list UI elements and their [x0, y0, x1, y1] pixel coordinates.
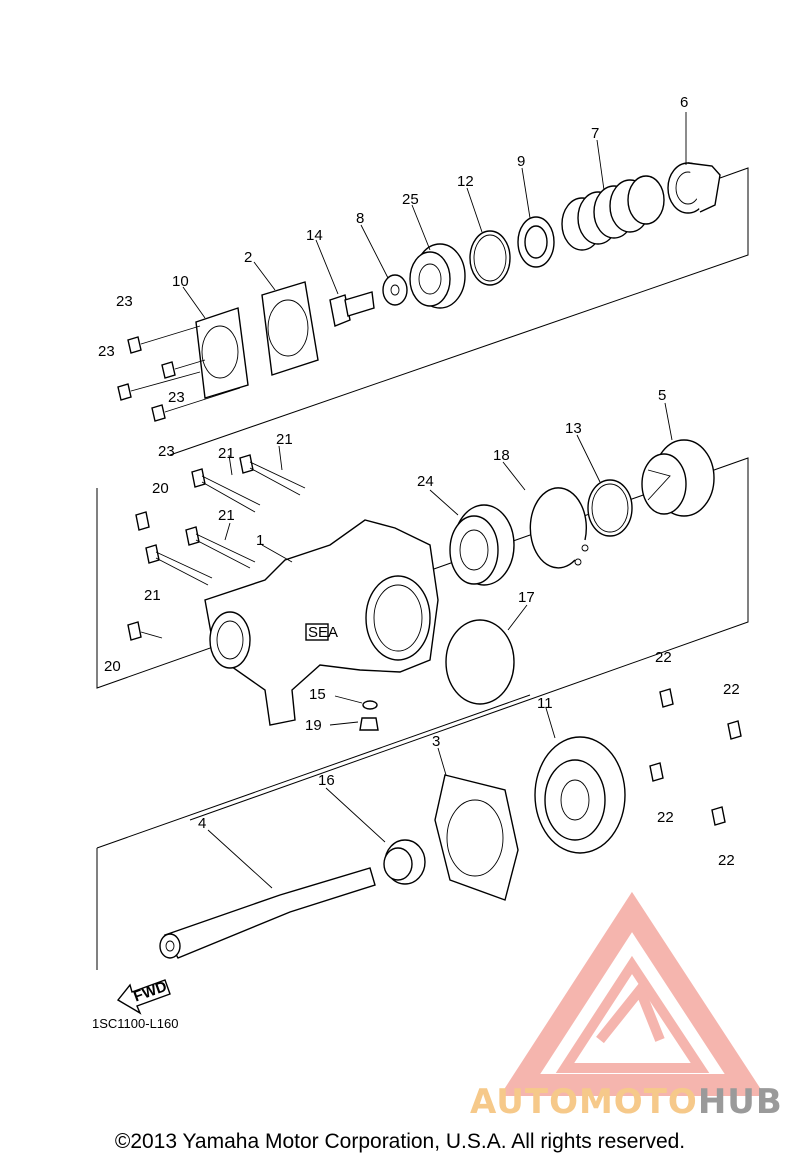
callout-17: 17 [518, 589, 535, 606]
callout-labels: 6 7 9 12 25 8 14 2 10 23 23 23 23 5 13 1… [98, 94, 740, 869]
automotohub-logo [499, 891, 766, 1096]
part-22-bolts [649, 688, 742, 826]
frame-upper [169, 167, 749, 456]
fwd-arrow: FWD [116, 978, 171, 1015]
callout-1: 1 [256, 532, 264, 549]
callout-24: 24 [417, 473, 434, 490]
callout-6: 6 [680, 94, 688, 111]
callout-23-d: 23 [158, 443, 175, 460]
callout-22-a: 22 [655, 649, 672, 666]
wordmark-hub: HUB [697, 1082, 783, 1122]
part-24-bearing [449, 504, 515, 586]
callout-15: 15 [309, 686, 326, 703]
callout-13: 13 [565, 420, 582, 437]
wordmark-automoto: AUTOMOTO [470, 1082, 698, 1122]
callout-10: 10 [172, 273, 189, 290]
callout-3: 3 [432, 733, 440, 750]
part-9-seal [517, 216, 555, 268]
part-13-ring [587, 479, 633, 537]
callout-2: 2 [244, 249, 252, 266]
callout-23-b: 23 [98, 343, 115, 360]
callout-20-a: 20 [152, 480, 169, 497]
callout-19: 19 [305, 717, 322, 734]
part-23-bolts [117, 325, 241, 422]
part-18-circlip [529, 487, 589, 569]
part-2-gasket [261, 281, 319, 376]
callout-21-d: 21 [144, 587, 161, 604]
part-20-21-bolts [127, 454, 306, 641]
part-11-cover [534, 736, 626, 854]
callout-14: 14 [306, 227, 323, 244]
part-8-washer [382, 274, 408, 306]
callout-16: 16 [318, 772, 335, 789]
part-5-gear [641, 439, 715, 517]
part-16-oil-seal [383, 839, 426, 885]
part-10-cover [195, 307, 249, 399]
part-6-coupling [667, 162, 721, 214]
housing-mark: SEA [308, 624, 338, 641]
callout-21-b: 21 [218, 445, 235, 462]
part-14-bolt [329, 291, 375, 327]
callout-11: 11 [537, 695, 553, 712]
part-3-gasket [434, 774, 519, 901]
part-1-housing: SEA [204, 519, 439, 726]
frame-middle [96, 457, 749, 821]
callout-21-a: 21 [276, 431, 293, 448]
part-17-o-ring [445, 619, 515, 705]
callout-23-a: 23 [116, 293, 133, 310]
callout-12: 12 [457, 173, 474, 190]
callout-25: 25 [402, 191, 419, 208]
copyright-notice: ©2013 Yamaha Motor Corporation, U.S.A. A… [114, 1130, 686, 1153]
callout-18: 18 [493, 447, 510, 464]
frame-lower [96, 694, 531, 970]
callout-21-c: 21 [218, 507, 235, 524]
leader-lines [182, 112, 687, 889]
callout-8: 8 [356, 210, 364, 227]
callout-22-d: 22 [718, 852, 735, 869]
callout-22-c: 22 [657, 809, 674, 826]
callout-22-b: 22 [723, 681, 740, 698]
part-25-bearing [409, 243, 466, 309]
callout-4: 4 [198, 815, 206, 832]
callout-9: 9 [517, 153, 525, 170]
part-7-spring [561, 175, 665, 251]
callout-7: 7 [591, 125, 599, 142]
callout-5: 5 [658, 387, 666, 404]
part-12-ring [469, 230, 511, 286]
drawing-code: 1SC1100-L160 [92, 1016, 179, 1031]
automotohub-wordmark: AUTOMOTOHUB [470, 1082, 783, 1122]
part-4-shaft [159, 867, 376, 959]
part-15-19-drain [359, 700, 379, 731]
callout-20-b: 20 [104, 658, 121, 675]
callout-23-c: 23 [168, 389, 185, 406]
